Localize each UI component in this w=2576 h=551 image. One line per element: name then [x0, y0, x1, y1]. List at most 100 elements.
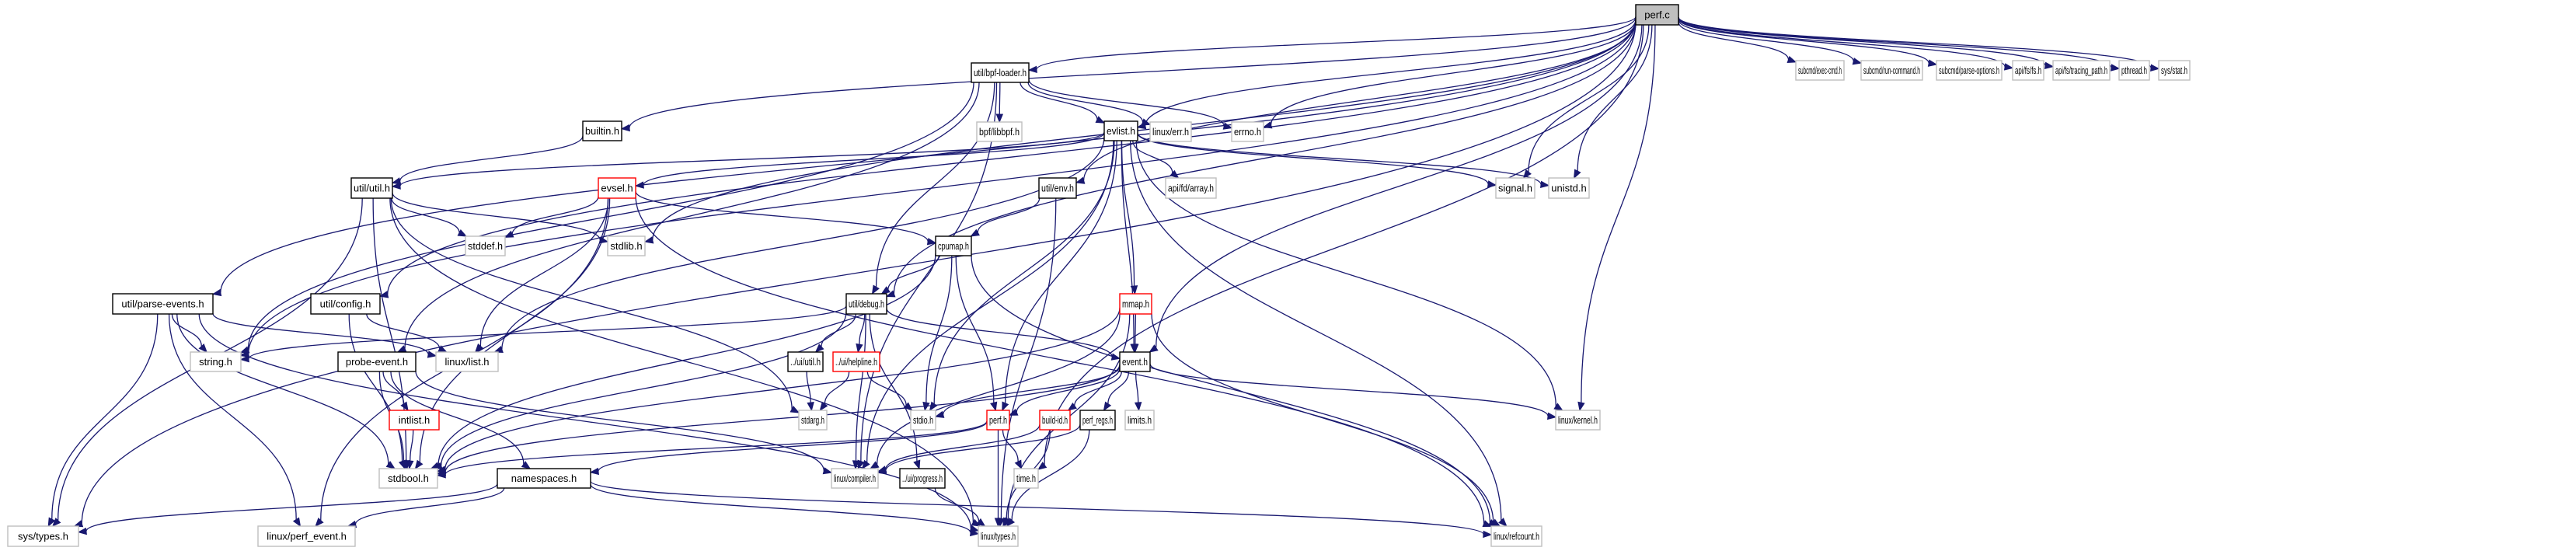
- arrowhead-icon: [427, 350, 437, 358]
- edge-evlist-to-linux_list: [493, 137, 1105, 353]
- node-box: [2118, 60, 2150, 81]
- arrowhead-icon: [814, 344, 824, 353]
- edge-perf_c-to-evlist: [1136, 19, 1637, 130]
- arrowhead-icon: [436, 471, 446, 479]
- edge-perf_c-to-unistd: [1574, 24, 1653, 180]
- node-intlist[interactable]: intlist.h: [389, 410, 440, 431]
- edge-perf_regs-to-linux_compiler: [877, 424, 1081, 475]
- node-perf-h[interactable]: perf.h: [986, 410, 1010, 431]
- node-box: [845, 293, 887, 315]
- edge-evlist-to-util_util: [391, 131, 1105, 190]
- edge-line: [999, 82, 1001, 115]
- edge-evlist-to-signal: [1137, 133, 1497, 188]
- arrowhead-icon: [995, 113, 1004, 124]
- node-build-id[interactable]: build-id.h: [1039, 410, 1071, 431]
- node-evlist[interactable]: evlist.h: [1103, 120, 1138, 141]
- node-box: [1231, 121, 1264, 142]
- edge-line: [876, 313, 1121, 465]
- edge-bpf_loader-to-probe_event: [396, 82, 980, 353]
- arrowhead-icon: [2150, 64, 2160, 71]
- arrowhead-icon: [969, 528, 980, 537]
- node-label: sys/types.h: [18, 531, 68, 542]
- node-label: linux/refcount.h: [1494, 531, 1539, 542]
- node-box: [1490, 525, 1542, 547]
- arrowhead-icon: [929, 401, 938, 412]
- edge-util_debug-to-stdbool: [433, 311, 847, 469]
- edge-parse_events-to-stdbool: [176, 313, 396, 469]
- node-util-config[interactable]: util/config.h: [310, 293, 381, 315]
- edge-namespaces-to-sys_types: [77, 483, 498, 535]
- edge-line: [404, 82, 980, 349]
- arrowhead-icon: [292, 517, 302, 528]
- edge-line: [391, 197, 460, 233]
- edge-line: [887, 255, 939, 290]
- node-util-env[interactable]: util/env.h: [1038, 177, 1077, 199]
- edge-intlist-to-stdbool: [406, 429, 414, 470]
- edge-line: [1678, 16, 2152, 68]
- node-box: [497, 468, 591, 489]
- arrowhead-icon: [620, 124, 630, 132]
- node-box: [1039, 410, 1071, 431]
- edge-line: [933, 140, 1115, 404]
- node-box: [1165, 177, 1217, 199]
- edge-perf_c-to-run_command: [1678, 19, 1863, 65]
- node-perf-c[interactable]: perf.c: [1635, 4, 1679, 26]
- node-label: ../ui/helpline.h: [835, 356, 877, 368]
- node-ui-helpline[interactable]: ../ui/helpline.h: [832, 351, 880, 372]
- node-ui-util[interactable]: ../ui/util.h: [787, 351, 824, 372]
- node-box: [350, 177, 393, 199]
- arrowhead-icon: [634, 181, 644, 189]
- edge-util_debug-to-event: [886, 308, 1121, 361]
- edge-line: [354, 487, 505, 525]
- edge-line: [1135, 371, 1139, 403]
- node-linux-kernel: linux/kernel.h: [1555, 410, 1601, 431]
- edge-perf_h-to-linux_types: [994, 430, 1002, 528]
- node-event[interactable]: event.h: [1119, 351, 1151, 372]
- node-bpf-loader[interactable]: util/bpf-loader.h: [971, 62, 1030, 83]
- node-label: linux/compiler.h: [834, 473, 876, 484]
- arrowhead-icon: [877, 467, 887, 475]
- node-ui-progress[interactable]: ../ui/progress.h: [899, 468, 946, 489]
- node-cpumap[interactable]: cpumap.h: [935, 235, 972, 256]
- node-util-debug[interactable]: util/debug.h: [845, 293, 887, 315]
- node-label: ../ui/util.h: [790, 356, 821, 368]
- node-perf-regs[interactable]: perf_regs.h: [1079, 410, 1116, 431]
- edge-line: [444, 307, 1121, 470]
- node-builtin[interactable]: builtin.h: [582, 120, 622, 141]
- edge-line: [869, 313, 918, 462]
- edge-line: [643, 132, 1105, 186]
- edge-line: [821, 313, 856, 347]
- node-mmap[interactable]: mmap.h: [1119, 293, 1152, 315]
- arrowhead-icon: [493, 346, 504, 353]
- arrowhead-icon: [1149, 344, 1159, 353]
- node-parse-events[interactable]: util/parse-events.h: [112, 293, 214, 315]
- edge-perf_c-to-parse_events: [211, 19, 1637, 297]
- edge-bpf_loader-to-string: [239, 82, 974, 354]
- node-util-util[interactable]: util/util.h: [350, 177, 393, 199]
- arrowhead-icon: [807, 401, 814, 412]
- edge-util_debug-to-ui_progress: [869, 313, 921, 470]
- edge-line: [348, 313, 403, 462]
- node-label: stdio.h: [913, 414, 933, 426]
- arrowhead-icon: [1103, 401, 1112, 412]
- node-label: api/fd/array.h: [1168, 183, 1214, 194]
- node-namespaces[interactable]: namespaces.h: [497, 468, 591, 489]
- edge-parse_events-to-string: [171, 313, 207, 353]
- edge-perf_c-to-linux_kernel: [1577, 24, 1656, 412]
- edge-probe_event-to-intlist: [382, 371, 409, 412]
- node-evsel[interactable]: evsel.h: [598, 177, 636, 199]
- node-exec-cmd: subcmd/exec-cmd.h: [1795, 60, 1845, 81]
- edge-ui_util-to-stdarg: [806, 371, 814, 412]
- node-box: [1124, 410, 1155, 431]
- arrowhead-icon: [1786, 56, 1797, 64]
- arrowhead-icon: [990, 401, 998, 412]
- node-probe-event[interactable]: probe-event.h: [337, 351, 417, 372]
- edge-perf_c-to-builtin: [620, 16, 1637, 132]
- edge-probe_event-to-namespaces: [390, 371, 532, 469]
- node-box: [899, 468, 946, 489]
- node-label: evsel.h: [601, 183, 633, 194]
- edge-evlist-to-linux_compiler: [861, 140, 1114, 470]
- node-box: [1795, 60, 1845, 81]
- arrowhead-icon: [852, 460, 860, 470]
- node-errno: errno.h: [1231, 121, 1264, 142]
